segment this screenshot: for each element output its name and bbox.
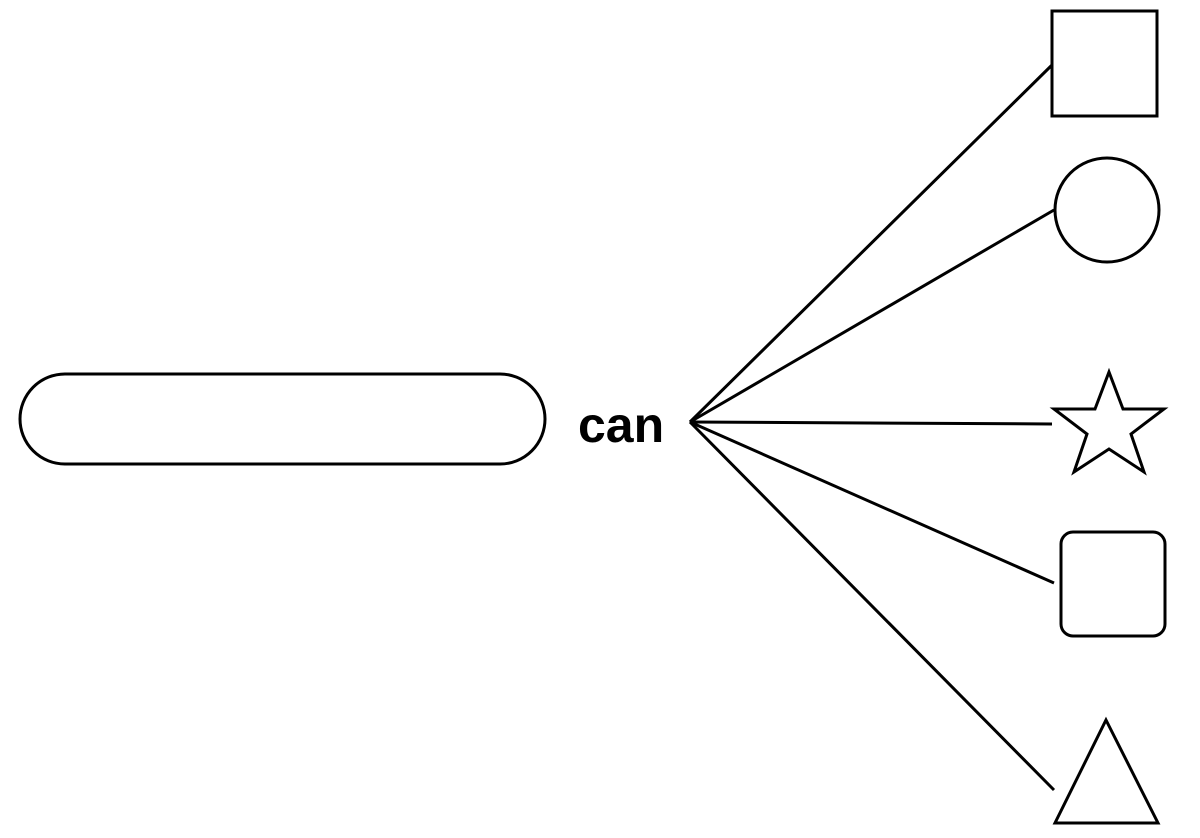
circle-shape [1053,156,1161,264]
connector-square [688,63,1054,424]
square-shape [1050,9,1159,118]
connector-circle [689,208,1055,424]
rounded-square-shape [1059,530,1167,638]
triangle-shape [1052,716,1161,825]
connector-rounded-square [689,420,1055,585]
star-shape [1049,367,1169,476]
connector-triangle [688,420,1056,792]
center-word: can [578,397,664,453]
answer-box[interactable] [18,372,547,466]
connectors [688,63,1056,792]
connector-star [689,420,1053,426]
